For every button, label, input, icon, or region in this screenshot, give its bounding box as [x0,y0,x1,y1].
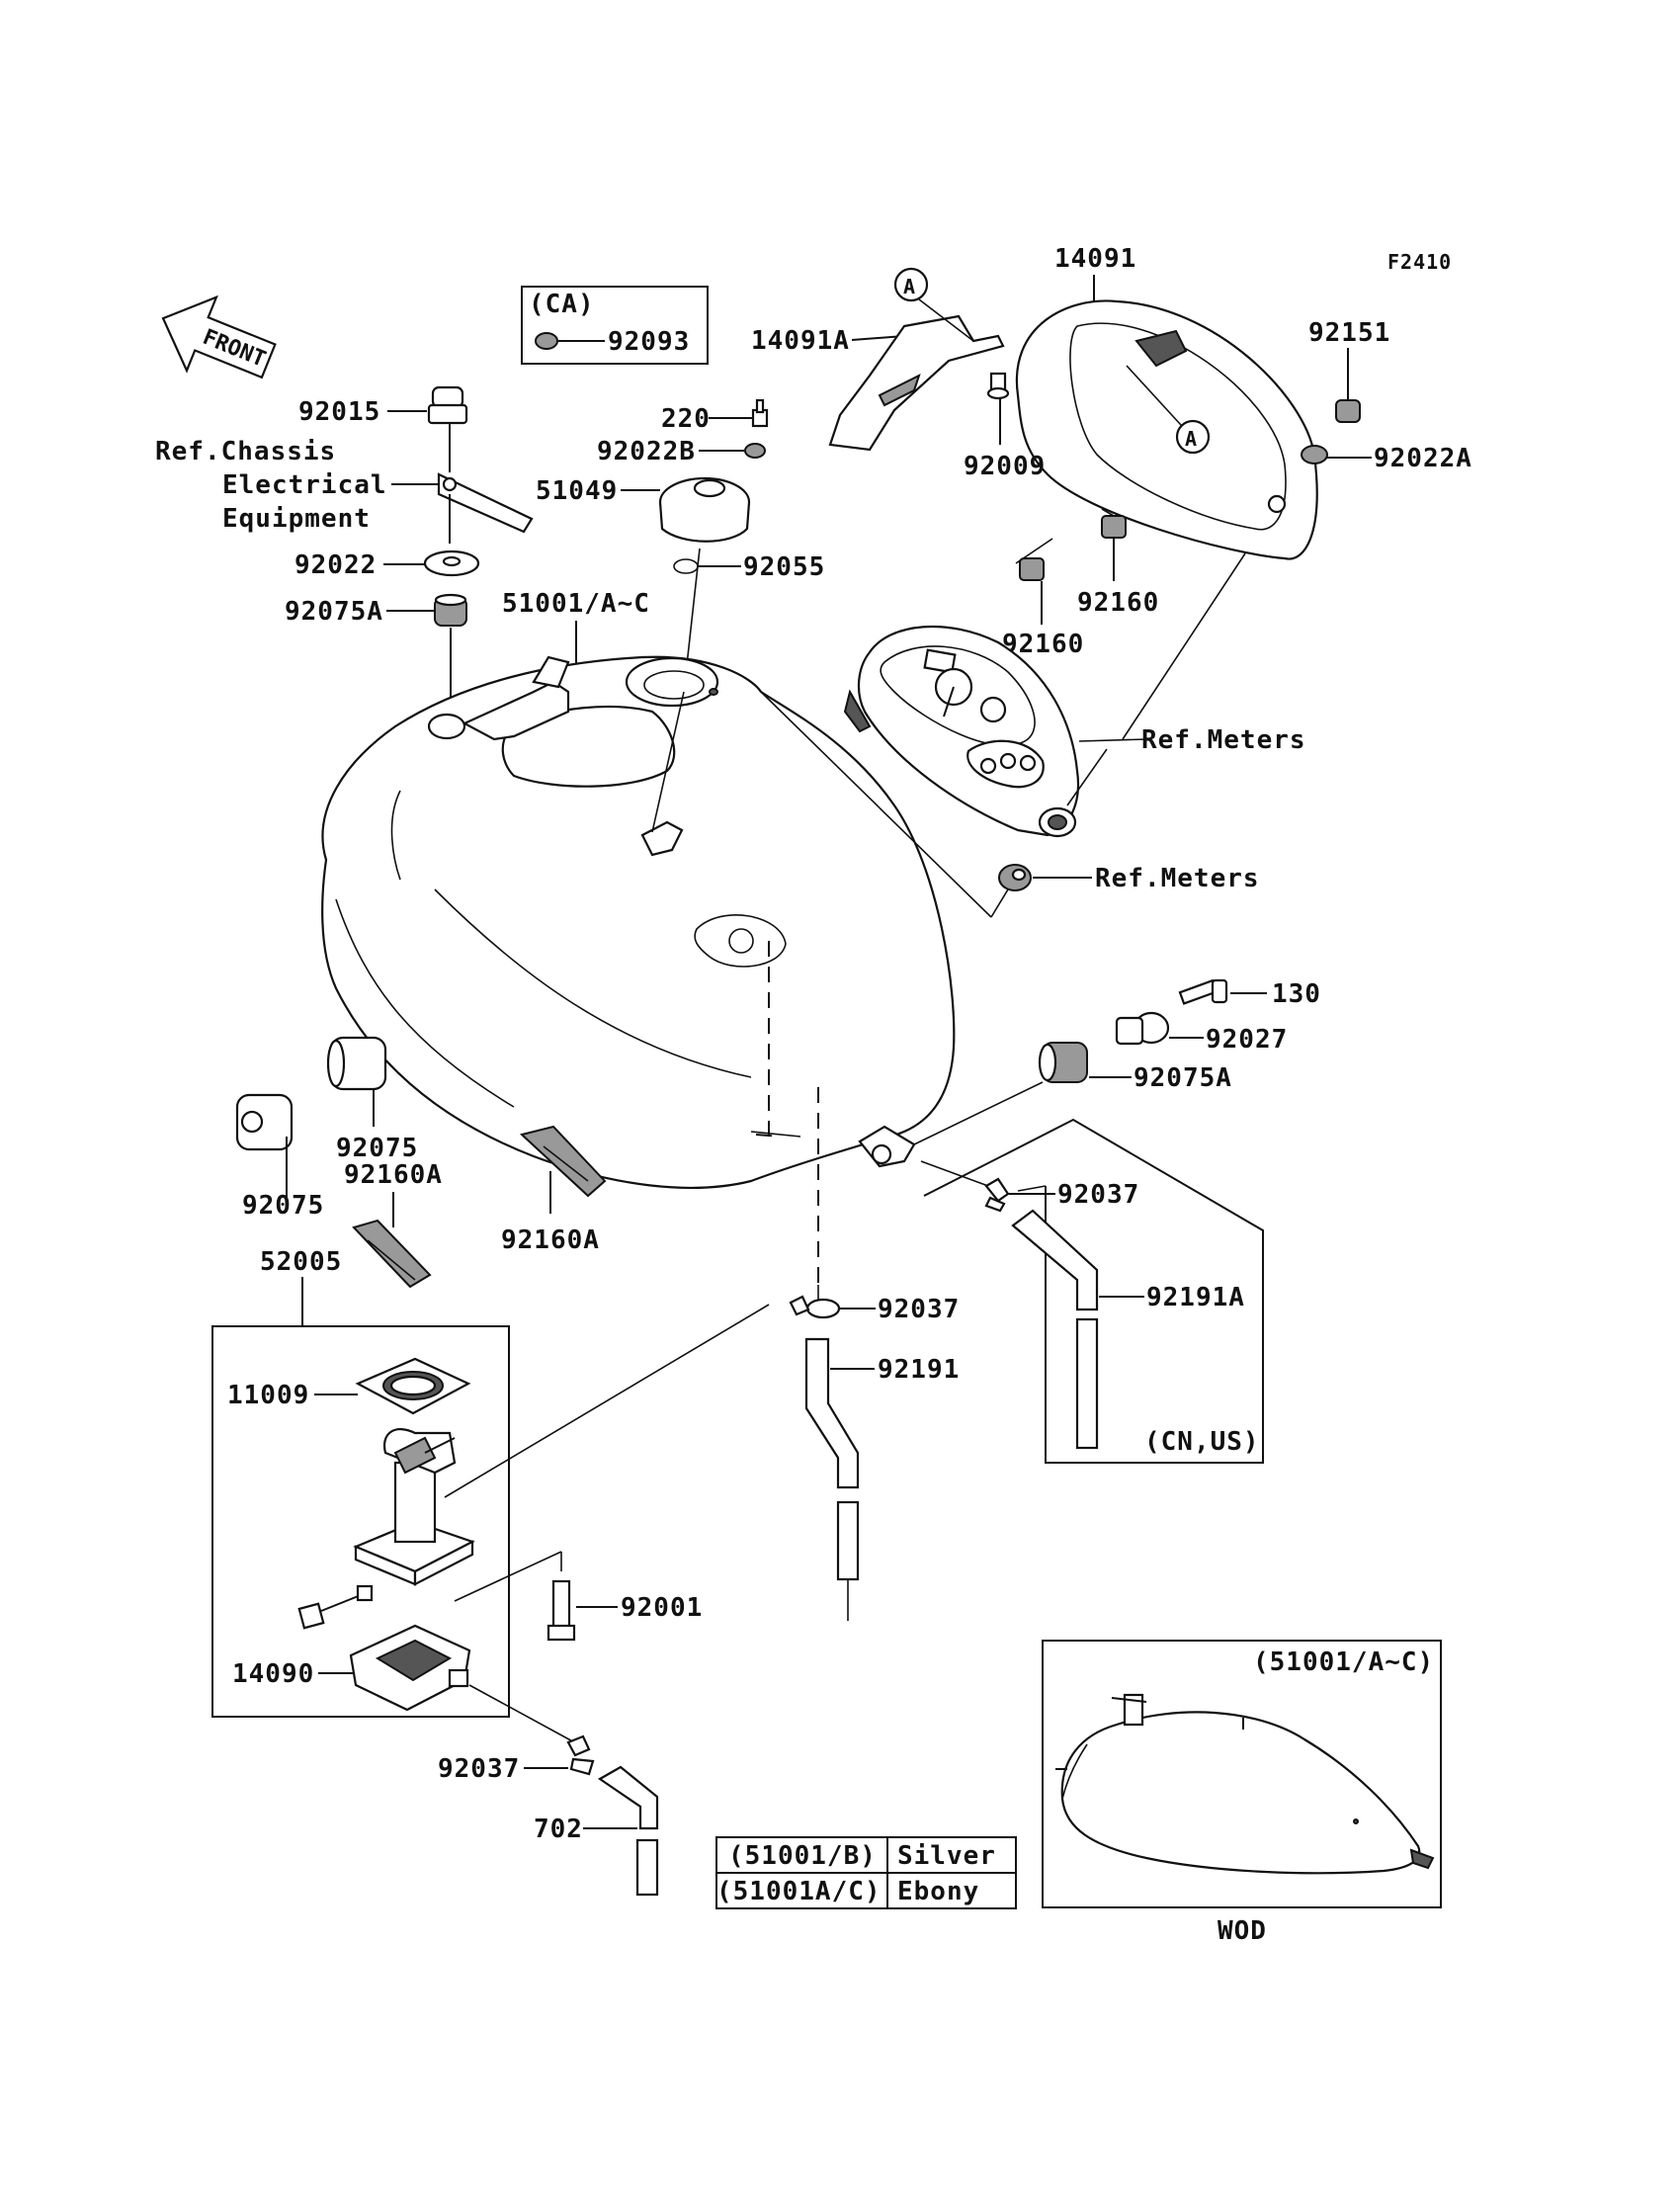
figure-code: F2410 [1387,250,1452,274]
label-92191A: 92191A [1146,1283,1245,1312]
clamp-92037-right [984,1177,1010,1213]
o-ring-92055 [673,558,699,574]
cap-nut-92151 [1335,399,1361,423]
label-92093: 92093 [608,327,690,357]
label-92022B: 92022B [597,437,696,466]
ca-box-title: (CA) [529,290,595,319]
ca-box [521,286,709,365]
color-table-part-2: (51001A/C) [716,1877,882,1906]
screw-92009 [986,372,1010,400]
marker-a-icon [893,267,929,302]
label-14091: 14091 [1054,244,1136,274]
label-51001: 51001/A~C [502,589,650,619]
wod-box [1042,1640,1442,1908]
label-92037-mid: 92037 [878,1295,960,1324]
clamp-92037-mid [789,1295,841,1319]
hose-92191 [804,1337,860,1581]
damper-92075A-top [434,593,467,627]
label-220: 220 [661,404,711,434]
label-ref-meters-2: Ref.Meters [1095,864,1260,893]
meter-cover [1015,299,1318,560]
cn-us-outline [923,1118,1264,1464]
label-92075-b: 92075 [242,1191,324,1221]
label-92009: 92009 [964,452,1046,481]
filter-14090 [349,1624,471,1712]
label-92055: 92055 [743,552,825,582]
fuel-cap-51049 [658,476,751,543]
pad-92160A-a [519,1125,607,1198]
label-ref-chassis-2: Electrical [222,470,387,500]
fuel-tank-side-view [1055,1693,1435,1875]
label-ref-chassis-3: Equipment [222,504,371,534]
label-92037-right: 92037 [1057,1180,1139,1210]
label-11009: 11009 [227,1381,309,1410]
label-92022A: 92022A [1374,444,1472,473]
cn-us-label: (CN,US) [1144,1427,1260,1457]
bolt-92015 [427,385,468,425]
marker-a-icon [1175,419,1211,455]
washer-92022B [744,443,766,459]
bracket-14091A [828,314,1005,452]
grommet-92160-b [1019,557,1045,581]
color-table-color-1: Silver [897,1841,996,1871]
fuel-pump-unit [353,1427,475,1586]
label-92022: 92022 [294,550,377,580]
label-92191: 92191 [878,1355,960,1385]
label-14090: 14090 [232,1659,314,1689]
label-92037-low: 92037 [438,1754,520,1784]
bolt-92001 [546,1579,576,1642]
grommet-92160-a [1101,515,1127,539]
label-ref-chassis-1: Ref.Chassis [155,437,336,466]
label-92160A-a: 92160A [501,1225,600,1255]
label-92075A-right: 92075A [1134,1063,1232,1093]
front-arrow-icon: FRONT [161,295,277,380]
damper-92075-b [235,1093,294,1151]
label-92160-a: 92160 [1077,588,1159,618]
label-51049: 51049 [536,476,618,506]
nut-92093 [535,332,558,350]
color-table: (51001/B) Silver (51001A/C) Ebony [715,1836,1017,1909]
svg-text:A: A [903,275,916,298]
damper-92075-a [326,1036,387,1091]
label-92001: 92001 [621,1593,703,1623]
pad-92160A-b [352,1219,432,1289]
color-table-part-1: (51001/B) [728,1841,877,1871]
screw-220 [751,398,769,428]
label-92027: 92027 [1206,1025,1288,1055]
collar-92027 [1115,1011,1170,1046]
label-130: 130 [1272,979,1321,1009]
label-52005: 52005 [260,1247,342,1277]
connector-wire [297,1584,374,1630]
label-92151: 92151 [1308,318,1390,348]
label-92015: 92015 [298,397,380,427]
label-702: 702 [534,1815,583,1844]
gasket-11009 [355,1357,471,1415]
hose-702 [597,1765,659,1897]
label-92075A-top: 92075A [285,597,383,627]
damper-92075A-right [1038,1042,1088,1083]
hose-92191A [1011,1209,1099,1450]
svg-text:A: A [1185,427,1198,451]
bolt-130 [1178,978,1228,1005]
label-ref-meters-1: Ref.Meters [1141,725,1306,755]
wod-label: WOD [1218,1916,1267,1946]
clamp-92037-low [566,1734,595,1776]
meter-assembly [843,625,1080,838]
color-table-color-2: Ebony [897,1877,979,1906]
ground-strap [437,472,534,534]
grommet-92022A [1301,445,1328,465]
fuel-tank-51001 [321,655,956,1189]
meter-grommet [998,864,1032,891]
label-92075-a: 92075 [336,1134,418,1163]
label-92160A-b: 92160A [344,1160,443,1190]
label-14091A: 14091A [751,326,850,356]
fuel-pump-box [211,1325,510,1718]
wod-box-title: (51001/A~C) [1253,1648,1434,1677]
